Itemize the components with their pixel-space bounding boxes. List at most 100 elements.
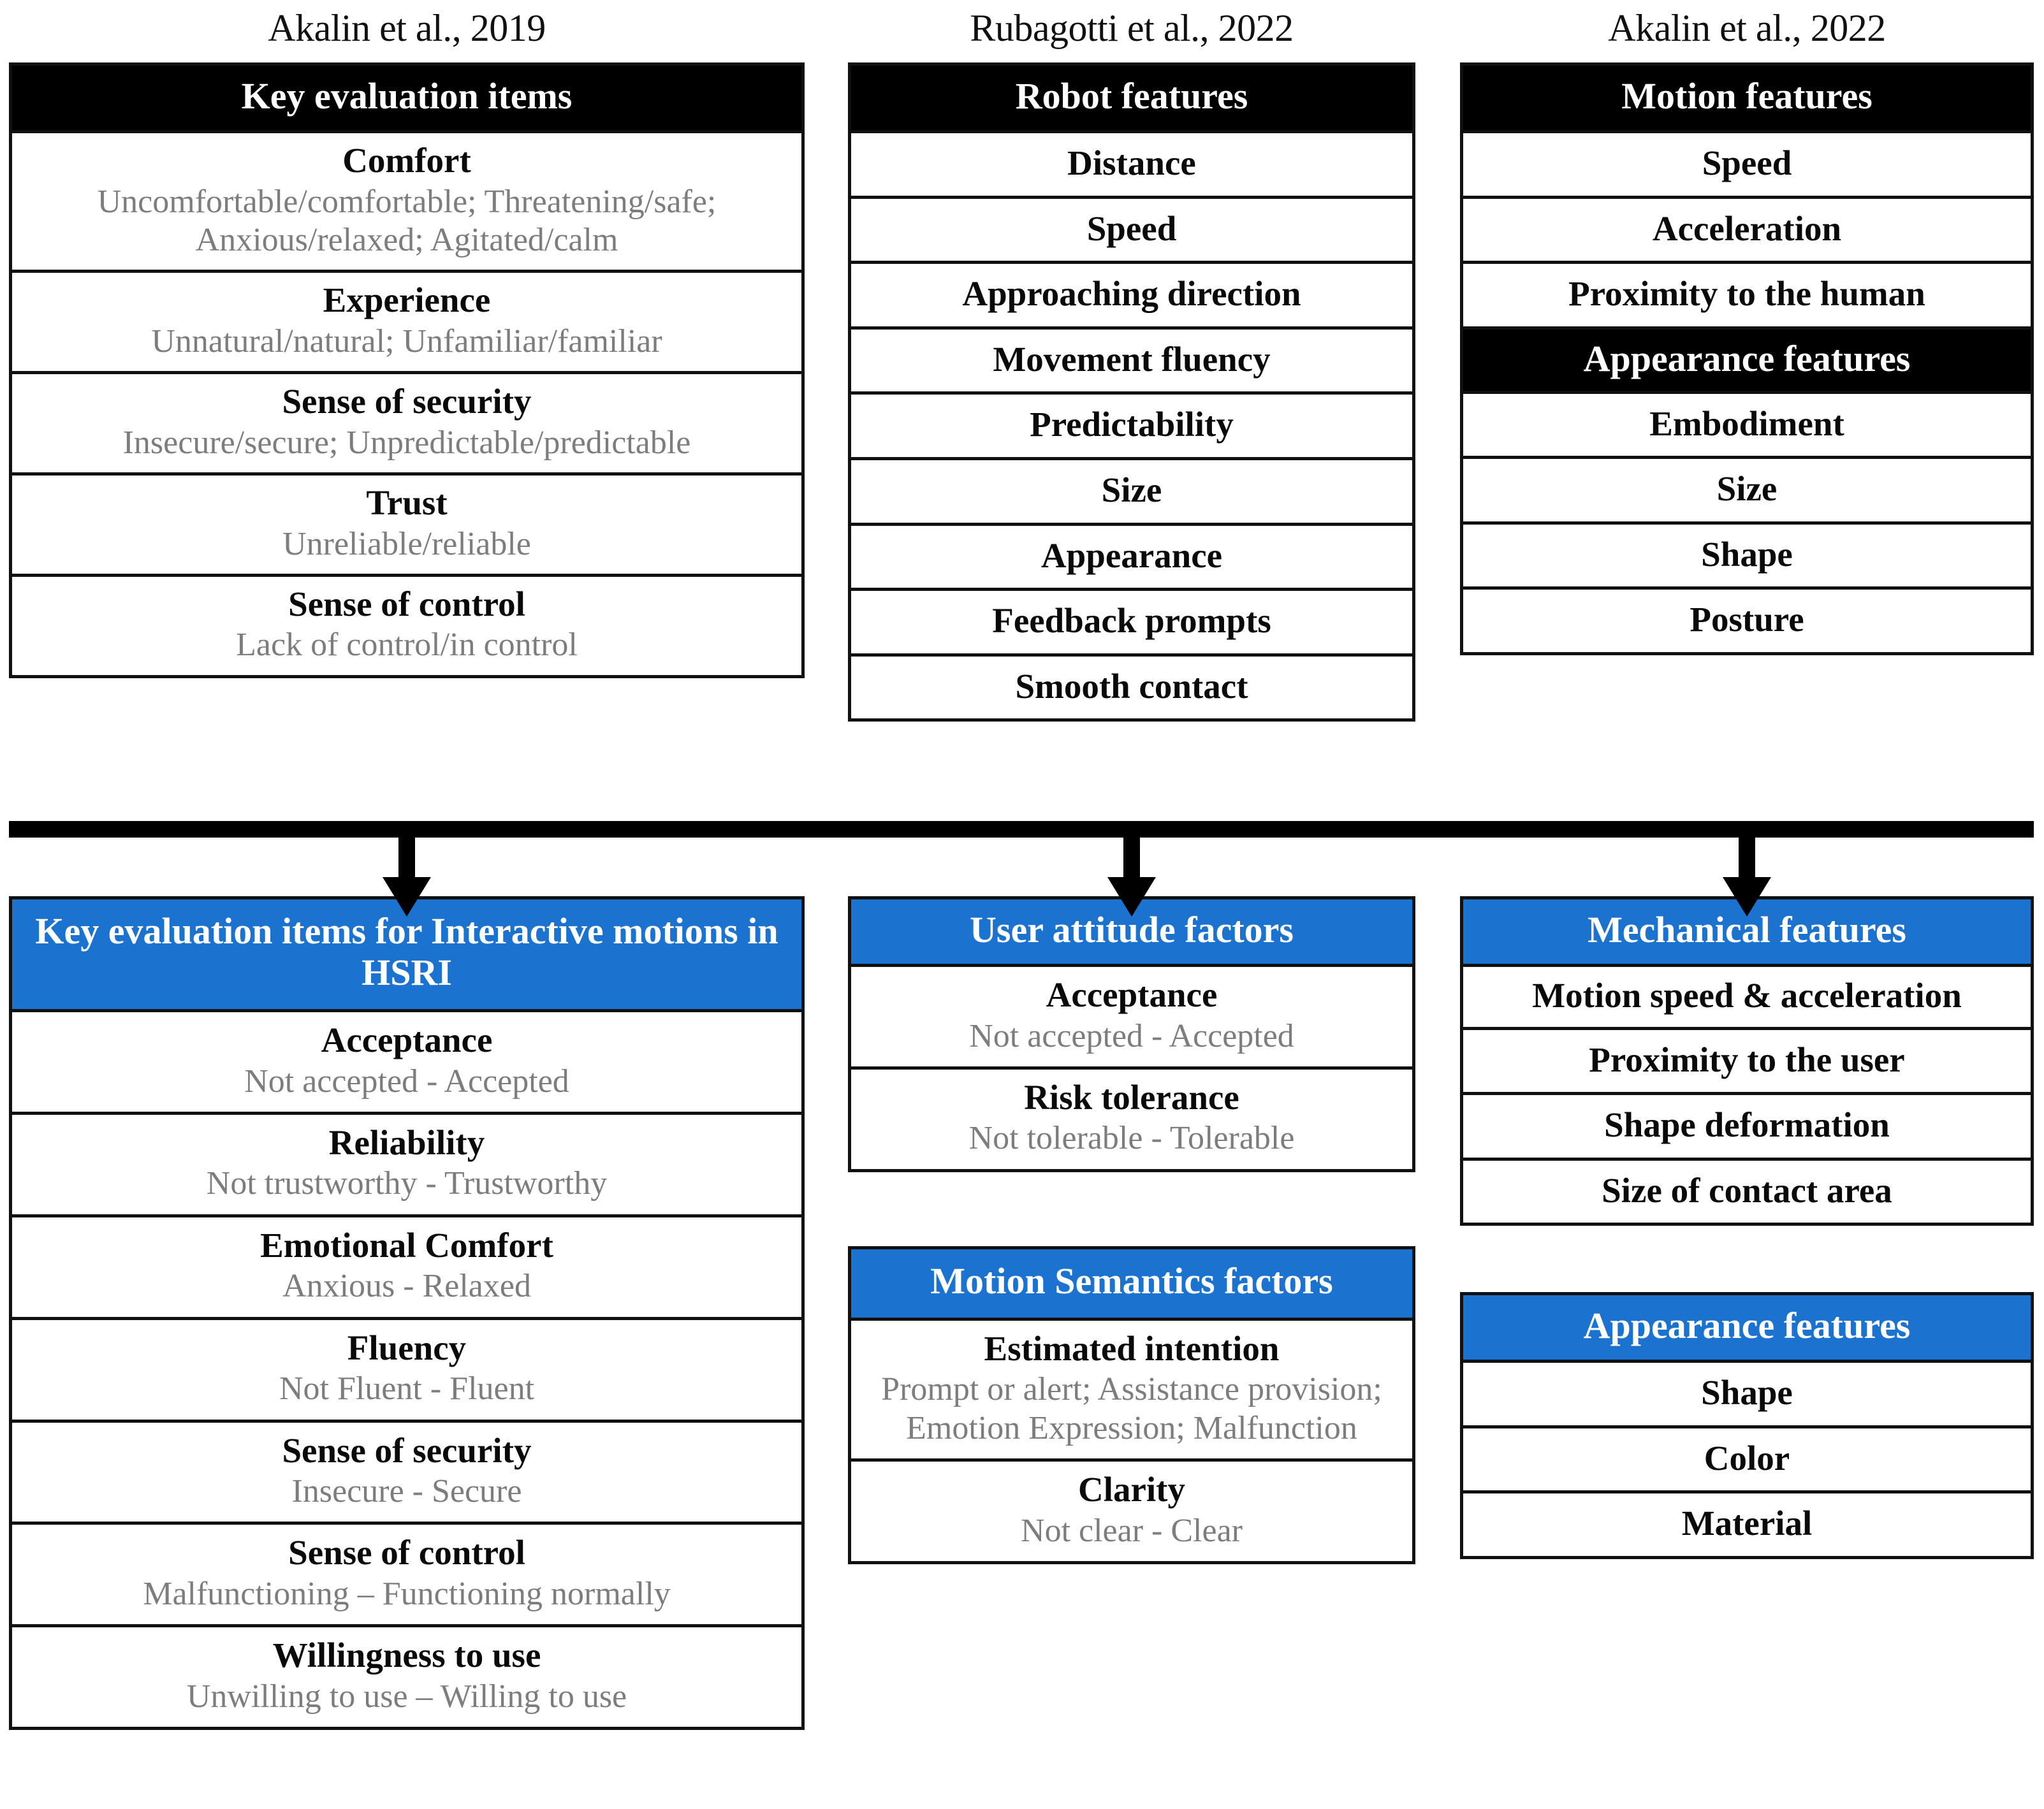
table-row: Appearance — [851, 522, 1412, 588]
row-subtitle: Not accepted - Accepted — [244, 1063, 569, 1100]
row-subtitle: Not trustworthy - Trustworthy — [206, 1165, 608, 1202]
table-row: Size — [1463, 456, 2031, 521]
row-title: Speed — [1702, 143, 1792, 182]
table-row: Sense of control Lack of control/in cont… — [12, 573, 801, 675]
column-rubagotti-2022: Rubagotti et al., 2022 Robot features Di… — [848, 0, 1415, 722]
table-row: Sense of security Insecure - Secure — [12, 1419, 801, 1522]
table-row: Willingness to use Unwilling to use – Wi… — [12, 1624, 801, 1727]
table-row: Comfort Uncomfortable/comfortable; Threa… — [12, 129, 801, 270]
table-row: Size — [851, 456, 1412, 523]
row-title: Size — [1716, 469, 1778, 509]
row-title: Sense of control — [288, 1533, 525, 1573]
row-title: Acceptance — [321, 1020, 493, 1059]
table-row: Shape — [1463, 521, 2031, 587]
row-title: Sense of security — [282, 382, 532, 421]
table-row: Speed — [1463, 129, 2031, 196]
arrow-head-icon — [1107, 877, 1156, 917]
row-subtitle: Lack of control/in control — [236, 627, 578, 664]
table-row: Movement fluency — [851, 326, 1412, 392]
arrow-shaft — [398, 835, 415, 881]
table-header-motion-features: Motion features — [1463, 66, 2031, 130]
table-row: Risk tolerance Not tolerable - Tolerable — [851, 1066, 1412, 1169]
row-title: Predictability — [1030, 405, 1234, 444]
row-subtitle: Unwilling to use – Willing to use — [186, 1678, 627, 1715]
row-subtitle: Not Fluent - Fluent — [279, 1370, 535, 1407]
arrow-head-icon — [383, 877, 431, 917]
table-row: Speed — [851, 195, 1412, 261]
table-user-attitude-factors: User attitude factors Acceptance Not acc… — [848, 896, 1415, 1172]
row-title: Approaching direction — [962, 274, 1301, 314]
row-subtitle: Not accepted - Accepted — [969, 1017, 1294, 1054]
column-user-attitude-output: User attitude factors Acceptance Not acc… — [848, 896, 1415, 1564]
row-title: Emotional Comfort — [260, 1225, 553, 1265]
table-mechanical-features: Mechanical features Motion speed & accel… — [1460, 896, 2034, 1226]
table-row: Embodiment — [1463, 390, 2031, 456]
row-subtitle: Prompt or alert; Assistance provision; E… — [881, 1371, 1382, 1446]
table-row: Acceleration — [1463, 195, 2031, 261]
row-title: Shape deformation — [1604, 1105, 1890, 1145]
row-title: Sense of security — [282, 1430, 532, 1470]
row-subtitle: Insecure - Secure — [291, 1473, 522, 1510]
row-title: Trust — [366, 483, 448, 522]
row-title: Shape — [1701, 534, 1793, 574]
row-title: Comfort — [342, 140, 471, 180]
row-subtitle: Insecure/secure; Unpredictable/predictab… — [122, 424, 691, 461]
column-title-akalin-2022: Akalin et al., 2022 — [1608, 7, 1886, 49]
table-motion-semantics-factors: Motion Semantics factors Estimated inten… — [848, 1246, 1415, 1564]
row-title: Acceptance — [1046, 975, 1218, 1014]
table-row: Proximity to the human — [1463, 261, 2031, 326]
row-title: Sense of control — [288, 584, 525, 623]
row-title: Motion speed & acceleration — [1532, 975, 1962, 1015]
table-row: Reliability Not trustworthy - Trustworth… — [12, 1111, 801, 1214]
table-row: Sense of control Malfunctioning – Functi… — [12, 1522, 801, 1624]
row-title: Smooth contact — [1015, 666, 1248, 706]
table-row: Emotional Comfort Anxious - Relaxed — [12, 1214, 801, 1317]
row-title: Acceleration — [1652, 208, 1842, 248]
row-subtitle: Anxious - Relaxed — [282, 1268, 531, 1305]
table-row: Acceptance Not accepted - Accepted — [12, 1008, 801, 1112]
row-title: Clarity — [1077, 1469, 1185, 1509]
column-akalin-2019: Akalin et al., 2019 Key evaluation items… — [9, 0, 805, 678]
row-title: Size — [1101, 470, 1162, 509]
table-row: Posture — [1463, 586, 2031, 652]
row-subtitle: Malfunctioning – Functioning normally — [143, 1576, 671, 1613]
table-row: Feedback prompts — [851, 588, 1412, 653]
table-robot-features: Robot features Distance Speed Approachin… — [848, 62, 1415, 722]
row-subtitle: Unnatural/natural; Unfamiliar/familiar — [151, 323, 662, 360]
row-title: Proximity to the user — [1589, 1040, 1905, 1079]
row-title: Speed — [1086, 208, 1177, 248]
row-title: Willingness to use — [272, 1636, 541, 1675]
table-row: Distance — [851, 129, 1412, 196]
table-row: Shape — [1463, 1360, 2031, 1425]
table-row: Experience Unnatural/natural; Unfamiliar… — [12, 270, 801, 371]
table-row: Shape deformation — [1463, 1092, 2031, 1158]
table-header-robot-features: Robot features — [851, 66, 1412, 130]
row-title: Estimated intention — [984, 1328, 1280, 1368]
table-row: Approaching direction — [851, 261, 1412, 326]
table-row: Estimated intention Prompt or alert; Ass… — [851, 1317, 1412, 1458]
row-title: Posture — [1690, 600, 1804, 639]
table-row: Color — [1463, 1425, 2031, 1491]
table-header-key-evaluation-items: Key evaluation items — [12, 66, 801, 130]
row-title: Distance — [1067, 143, 1196, 182]
arrow-shaft — [1739, 835, 1755, 881]
table-row: Trust Unreliable/reliable — [12, 472, 801, 574]
row-subtitle: Unreliable/reliable — [282, 525, 531, 562]
table-header-appearance-features-output: Appearance features — [1463, 1295, 2031, 1360]
column-title-akalin-2019: Akalin et al., 2019 — [268, 7, 546, 49]
table-header-motion-semantics-factors: Motion Semantics factors — [851, 1249, 1412, 1318]
column-akalin-2022: Akalin et al., 2022 Motion features Spee… — [1460, 0, 2034, 655]
table-key-evaluation-items: Key evaluation items Comfort Uncomfortab… — [9, 62, 805, 678]
table-row: Clarity Not clear - Clear — [851, 1458, 1412, 1561]
table-header-key-evaluation-items-hsri: Key evaluation items for Interactive mot… — [12, 899, 801, 1009]
table-subheader-appearance-features: Appearance features — [1463, 326, 2031, 391]
row-title: Size of contact area — [1602, 1170, 1892, 1210]
table-row: Smooth contact — [851, 653, 1412, 719]
row-title: Fluency — [347, 1328, 467, 1367]
row-title: Risk tolerance — [1024, 1077, 1239, 1117]
row-title: Embodiment — [1649, 403, 1844, 443]
arrow-shaft — [1123, 835, 1140, 881]
row-title: Appearance — [1040, 535, 1223, 575]
column-title-rubagotti-2022: Rubagotti et al., 2022 — [970, 7, 1294, 49]
